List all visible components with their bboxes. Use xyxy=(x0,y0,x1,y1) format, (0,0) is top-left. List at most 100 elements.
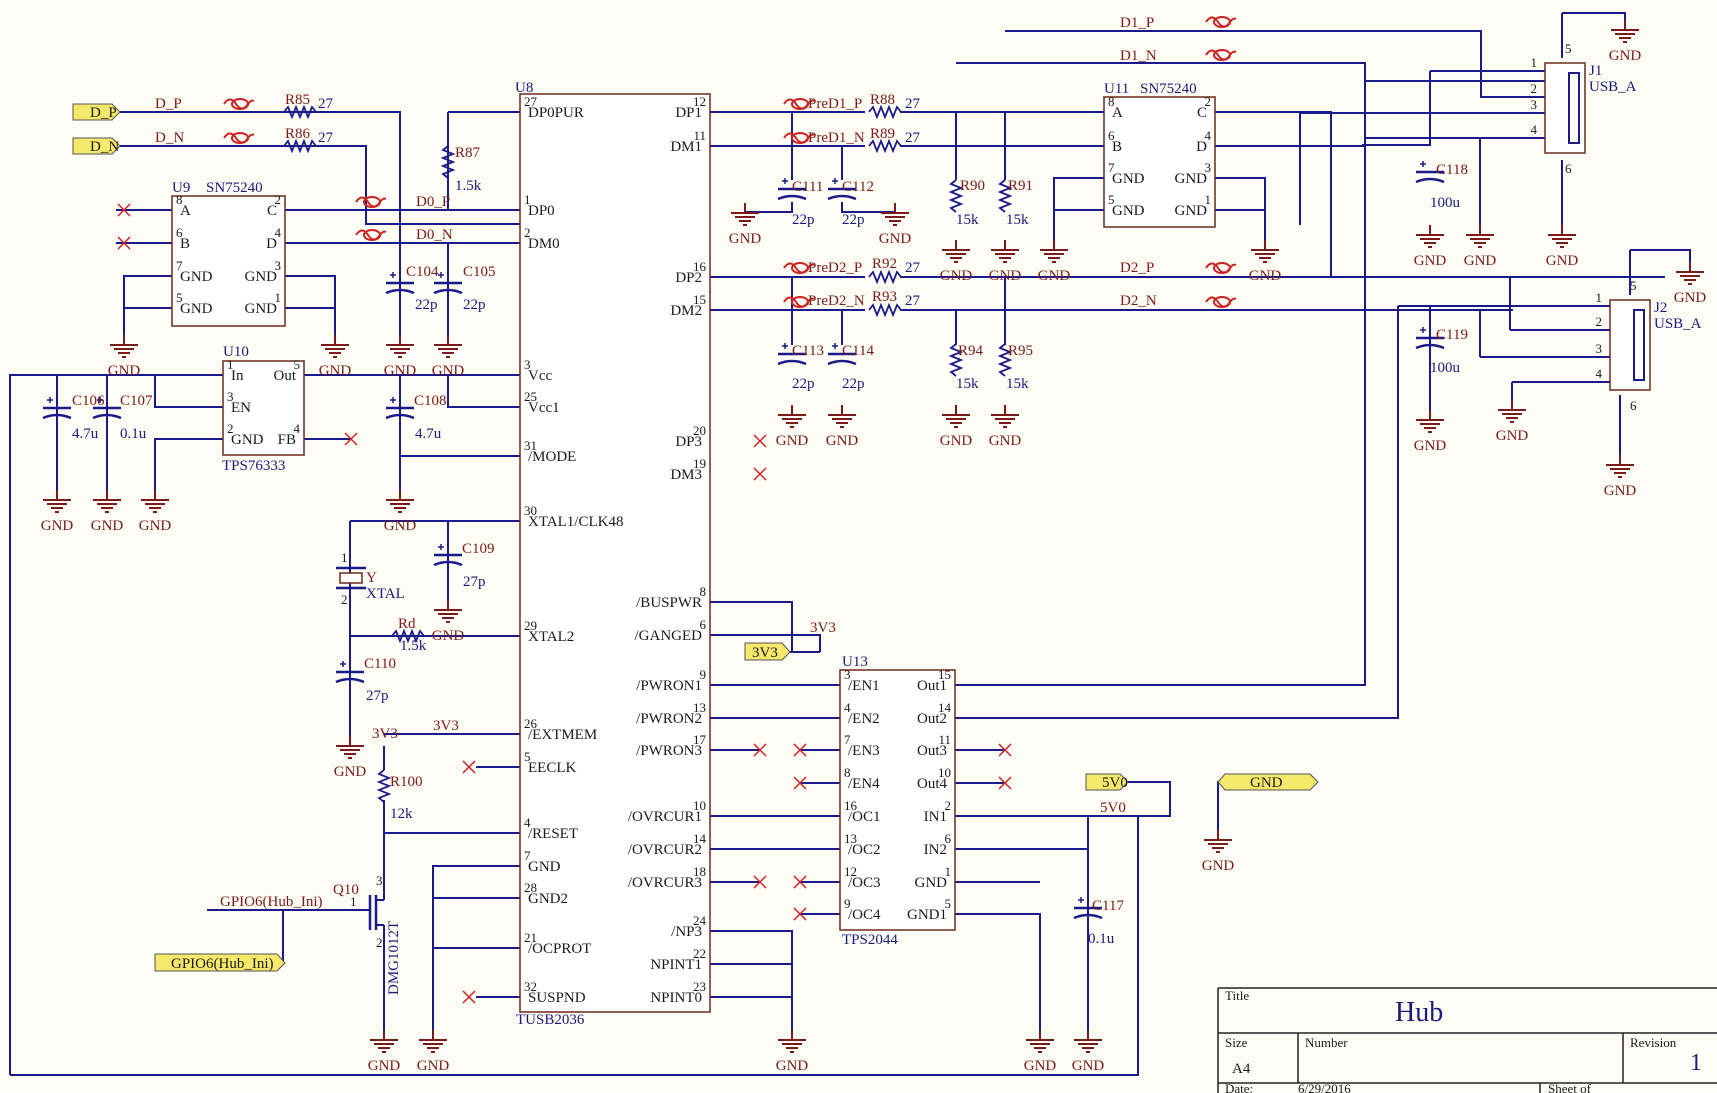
date-value: 6/29/2016 xyxy=(1298,1081,1351,1093)
c114-val: 22p xyxy=(842,376,865,392)
pin-number: 4 xyxy=(844,700,851,715)
c109-ref: C109 xyxy=(462,541,495,557)
pin-number: 1 xyxy=(275,290,282,305)
net-label-gpio: GPIO6(Hub_Ini) xyxy=(220,894,323,910)
pin-name: DP2 xyxy=(675,270,702,286)
pin-name: IN1 xyxy=(924,809,947,825)
net-label-d1-n: D1_N xyxy=(1120,48,1157,64)
pin-number: 6 xyxy=(176,225,183,240)
pin-number: 8 xyxy=(1108,94,1115,109)
pin-number: 7 xyxy=(176,258,183,273)
net-label-pred1-p: PreD1_P xyxy=(808,96,862,112)
gnd-icon: GND xyxy=(1546,224,1579,269)
c108-val: 4.7u xyxy=(415,426,442,442)
chip-u13-name: TPS2044 xyxy=(842,932,898,948)
r93-ref: R93 xyxy=(872,289,897,305)
pin-name: Out xyxy=(274,368,297,384)
c109-val: 27p xyxy=(463,574,486,590)
pin-name: /OVRCUR1 xyxy=(628,809,702,825)
pin-number: 1 xyxy=(227,357,234,372)
gnd-label: GND xyxy=(417,1058,450,1074)
port-label-3v3: 3V3 xyxy=(752,645,778,661)
net-label-pred2-p: PreD2_P xyxy=(808,260,862,276)
r94-val: 15k xyxy=(956,376,979,392)
pin-name: GND xyxy=(1175,171,1208,187)
c111-val: 22p xyxy=(792,212,815,228)
pin-number: 2 xyxy=(1205,94,1212,109)
r86-ref: R86 xyxy=(285,126,311,142)
pin-number: 14 xyxy=(938,700,952,715)
gnd-icon: GND xyxy=(1464,224,1497,269)
pin-name: C xyxy=(267,203,277,219)
pin-number: 15 xyxy=(693,292,706,307)
gnd-icon: GND xyxy=(139,489,171,534)
pin-name: /OVRCUR2 xyxy=(628,842,702,858)
port-label-dn: D_N xyxy=(90,139,119,155)
r89-ref: R89 xyxy=(870,126,895,142)
pin-number: 17 xyxy=(693,732,707,747)
pin-number: 3 xyxy=(275,258,282,273)
gnd-icon: GND xyxy=(776,404,808,449)
chip-u13-ref: U13 xyxy=(842,654,868,670)
pin-number: 13 xyxy=(693,700,706,715)
gnd-icon: GND xyxy=(879,202,911,247)
c117-ref: C117 xyxy=(1092,898,1124,914)
net-label-3v3-ganged: 3V3 xyxy=(810,620,836,636)
gnd-label: GND xyxy=(91,518,124,534)
gnd-label: GND xyxy=(1414,438,1447,454)
pin-number: 1 xyxy=(945,864,952,879)
crystal-name: XTAL xyxy=(366,586,405,602)
gnd-label: GND xyxy=(1609,48,1642,64)
gnd-icon: GND xyxy=(432,599,464,644)
gnd-label: GND xyxy=(384,518,417,534)
gnd-label: GND xyxy=(826,433,859,449)
net-label-d0-n: D0_N xyxy=(416,227,453,243)
gnd-icon: GND xyxy=(1496,399,1528,444)
gnd-icon: GND xyxy=(108,334,140,379)
pin-name: Out4 xyxy=(917,776,948,792)
net-label-3v3-extmem: 3V3 xyxy=(433,718,459,734)
gnd-icon: GND xyxy=(1038,239,1070,284)
r100-val: 12k xyxy=(390,806,413,822)
chip-u8: U8TUSB203627DP0PUR1DP02DM03Vcc25Vcc131/M… xyxy=(515,80,711,1028)
chip-u10-ref: U10 xyxy=(223,344,249,360)
gnd-label: GND xyxy=(989,268,1022,284)
pin-name: DM2 xyxy=(670,303,702,319)
usb-j1-ref: J1 xyxy=(1589,63,1602,79)
q10-pin2: 2 xyxy=(376,935,383,950)
gnd-icon: GND xyxy=(1609,19,1642,64)
c117-val: 0.1u xyxy=(1088,931,1115,947)
pin-name: XTAL2 xyxy=(528,629,574,645)
pin-number: 27 xyxy=(524,94,538,109)
pin-number: 8 xyxy=(176,192,183,207)
gnd-label: GND xyxy=(432,363,465,379)
pin-name: Vcc1 xyxy=(528,400,560,416)
r90-val: 15k xyxy=(956,212,979,228)
pin-number: 14 xyxy=(693,831,707,846)
pin-name: A xyxy=(180,203,191,219)
pin-name: DP0PUR xyxy=(528,105,584,121)
date-label: Date: xyxy=(1225,1081,1253,1093)
revision-label: Revision xyxy=(1630,1035,1677,1050)
gnd-label: GND xyxy=(1464,253,1497,269)
pin-name: GND xyxy=(1175,203,1208,219)
gnd-icon: GND xyxy=(384,334,416,379)
r95-val: 15k xyxy=(1006,376,1029,392)
pin-name: GND xyxy=(180,301,213,317)
pin-number: 6 xyxy=(1108,128,1115,143)
port-label-5v0: 5V0 xyxy=(1102,775,1128,791)
crystal-pin2: 2 xyxy=(341,592,348,607)
title-block xyxy=(1217,987,1717,1093)
gnd-label: GND xyxy=(334,764,367,780)
pin-name: /OC3 xyxy=(848,875,881,891)
pin-name: /OVRCUR3 xyxy=(628,875,702,891)
pin-number: 4 xyxy=(275,225,282,240)
pin-name: GND xyxy=(915,875,948,891)
gnd-label: GND xyxy=(41,518,74,534)
gnd-icon: GND xyxy=(41,489,74,534)
gnd-icon: GND xyxy=(989,404,1021,449)
gnd-label: GND xyxy=(1072,1058,1105,1074)
gnd-label: GND xyxy=(1546,253,1579,269)
pin-name: B xyxy=(1112,139,1122,155)
